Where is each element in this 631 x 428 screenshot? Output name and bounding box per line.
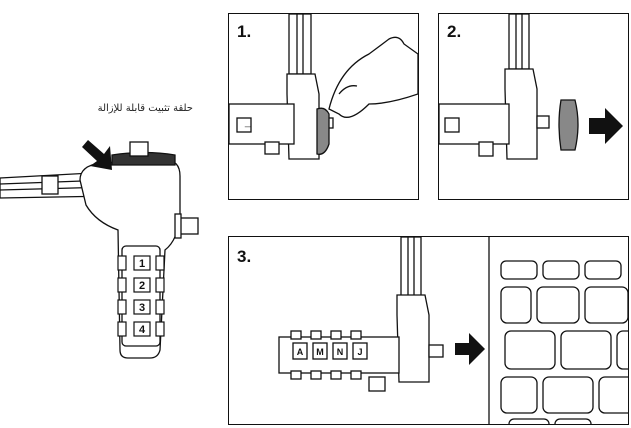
dial-m: M (316, 347, 324, 357)
step-2-panel: 2. (438, 13, 629, 200)
dial-j: J (357, 347, 362, 357)
step-1-number: 1. (237, 22, 252, 41)
step-2-number: 2. (447, 22, 462, 41)
dial-4: 4 (139, 324, 146, 336)
arrow-right-icon (589, 108, 623, 144)
dial-3: 3 (139, 302, 145, 314)
dial-2: 2 (139, 280, 145, 292)
arrow-right-icon (455, 333, 485, 365)
step-1-panel: 1. ⊣ (228, 13, 419, 200)
removable-ring-caption: حلقة تثبيت قابلة للإزالة (97, 103, 193, 114)
dial-1: 1 (139, 258, 145, 270)
pointer-arrow-icon (82, 140, 112, 170)
lock-illustration: 1 2 3 4 (0, 140, 199, 359)
step-3-number: 3. (237, 247, 252, 266)
dial-n: N (337, 347, 344, 357)
dial-a: A (297, 347, 304, 357)
step-3-panel: 3. A M (228, 236, 629, 425)
svg-text:⊣: ⊣ (244, 122, 252, 132)
